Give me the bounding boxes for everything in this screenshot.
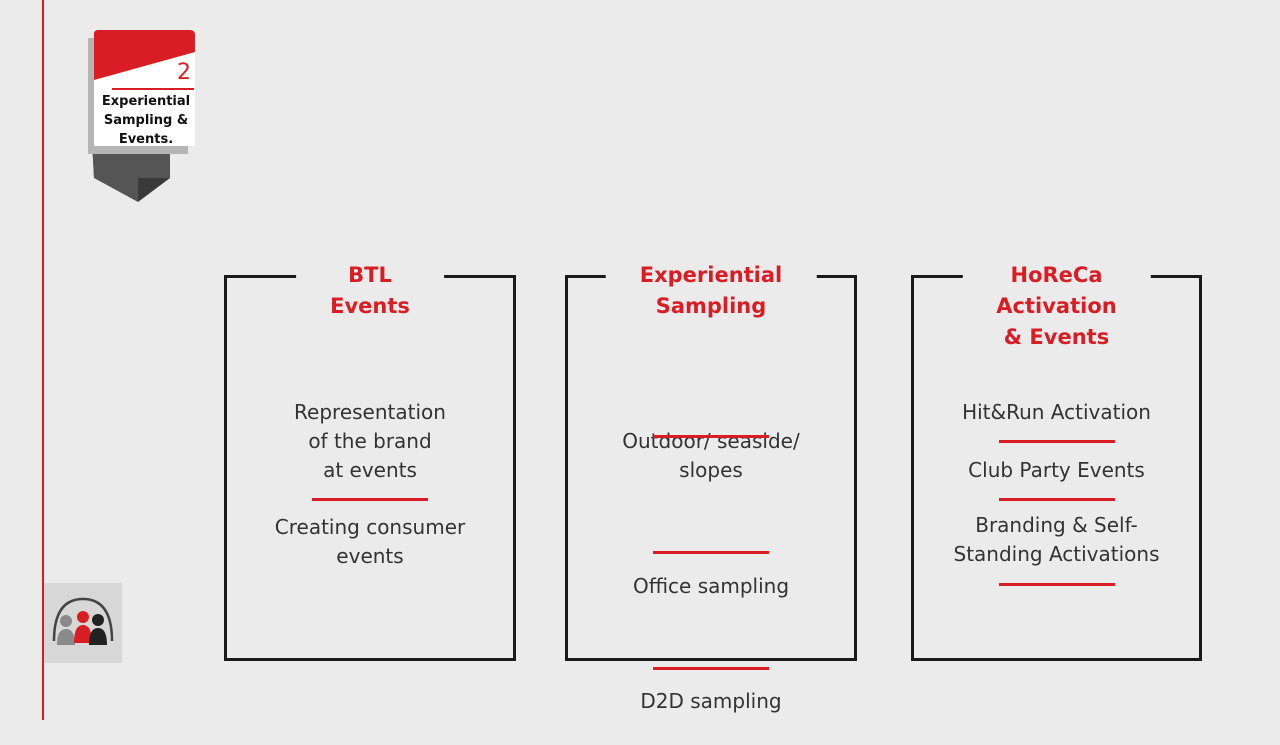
badge-number: 2 — [177, 60, 191, 85]
item-separator — [653, 667, 769, 670]
item-separator — [998, 440, 1115, 443]
list-item: Club Party Events — [968, 458, 1145, 482]
item-separator — [653, 551, 769, 554]
list-item: Outdoor/ seaside/ slopes — [622, 429, 800, 482]
item-separator — [312, 498, 428, 501]
item-separator — [653, 435, 769, 438]
badge-caption: Experiential Sampling &Events. — [101, 94, 191, 147]
company-logo — [44, 583, 122, 663]
panel-experiential-sampling: Experiential Sampling Outdoor/ seaside/ … — [565, 260, 857, 713]
list-item: Branding & Self- Standing Activations — [953, 513, 1160, 566]
panel-btl-events: BTL Events Representation of the brand a… — [224, 260, 516, 661]
list-item: D2D sampling — [568, 658, 854, 745]
people-group-icon — [52, 597, 114, 645]
panel-title: BTL Events — [296, 260, 444, 322]
section-badge: 2 Experiential Sampling &Events. — [84, 28, 204, 204]
list-item: Office sampling — [568, 543, 854, 630]
list-item: Creating consumer events — [274, 515, 466, 568]
item-separator — [998, 583, 1115, 586]
panel-title: HoReCa Activation & Events — [962, 260, 1151, 353]
badge-shape — [88, 30, 195, 202]
left-accent-rule — [42, 0, 44, 720]
list-item: Hit&Run Activation — [962, 400, 1151, 424]
panel-title: Experiential Sampling — [605, 260, 817, 322]
item-separator — [998, 498, 1115, 501]
panel-horeca-activation: HoReCa Activation & Events Hit&Run Activ… — [911, 260, 1202, 661]
list-item: Representation of the brand at events — [294, 400, 446, 482]
